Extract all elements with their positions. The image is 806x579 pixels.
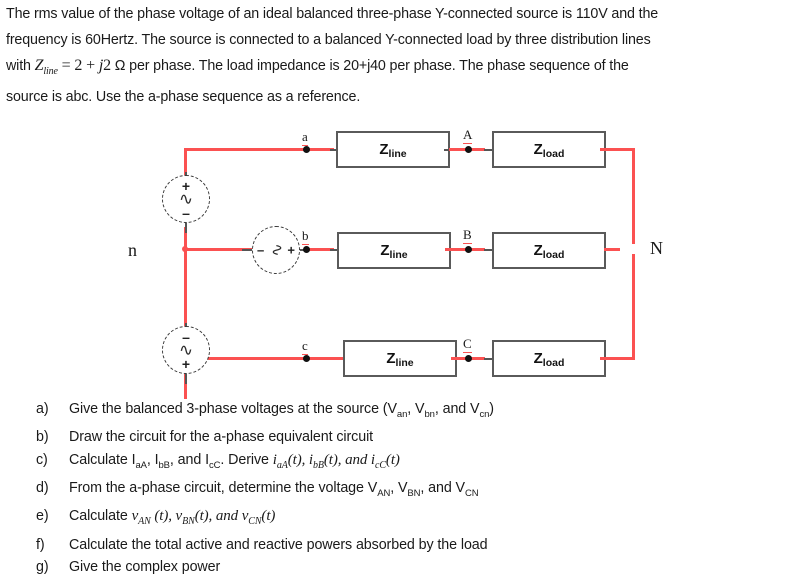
node-label-A: A xyxy=(463,127,473,144)
problem-line-3: with Zline = 2 + j2 Ω per phase. The loa… xyxy=(6,53,800,85)
source-c-sine-icon: ∿ xyxy=(178,340,194,360)
question-key: e) xyxy=(36,508,49,525)
wire-N-upper xyxy=(632,148,635,244)
zload-b-label: Zload xyxy=(533,242,565,261)
node-label-N: N xyxy=(650,238,663,258)
wire-N-lower xyxy=(632,254,635,360)
wire-source-a-to-n xyxy=(184,227,187,251)
lead-source-b-left xyxy=(242,248,254,251)
question-key: a) xyxy=(36,401,49,417)
node-dot-a xyxy=(303,146,310,153)
problem-line-1: The rms value of the phase voltage of an… xyxy=(6,6,659,22)
problem-statement: The rms value of the phase voltage of an… xyxy=(6,2,800,110)
question-item: e) Calculate vAN (t), vBN(t), and vCN(t) xyxy=(36,505,776,533)
lead-zload-a-left xyxy=(484,148,493,151)
node-dot-C xyxy=(465,355,472,362)
source-b-plus: + xyxy=(287,242,295,258)
wire-source-b-to-node-b xyxy=(306,248,334,251)
wire-source-c-bottom xyxy=(184,374,187,399)
node-dot-b xyxy=(303,246,310,253)
zload-c-label: Zload xyxy=(533,350,565,369)
problem-line-4: source is abc. Use the a-phase sequence … xyxy=(6,88,361,105)
z-line-symbol: Zline xyxy=(34,57,58,78)
z-line-equation: = 2 + xyxy=(57,57,99,74)
voltage-source-a[interactable]: + ∿ – xyxy=(162,175,210,223)
node-label-c: c xyxy=(302,338,308,355)
zline-c-label: Zline xyxy=(386,350,414,369)
question-text: Calculate the total active and reactive … xyxy=(69,536,488,553)
wire-zload-a-to-N xyxy=(600,148,635,151)
source-b-minus: – xyxy=(257,242,265,258)
question-text: Give the complex power xyxy=(69,559,221,576)
lead-source-c-lower xyxy=(184,372,187,384)
z-line-imag-value: 2 xyxy=(103,57,111,74)
node-dot-c xyxy=(303,355,310,362)
node-label-a: a xyxy=(302,129,308,146)
source-b-sine-icon: ∿ xyxy=(268,243,285,257)
voltage-source-b[interactable]: – ∿ + xyxy=(252,226,300,274)
problem-line-2: frequency is 60Hertz. The source is conn… xyxy=(6,31,651,48)
lead-zline-a-right xyxy=(444,148,452,151)
node-label-n: n xyxy=(128,240,137,260)
wire-zload-c-to-N xyxy=(600,357,635,360)
wire-phase-c-to-node-c xyxy=(184,357,320,360)
zline-box-c[interactable]: Zline xyxy=(343,340,457,377)
question-item: g) Give the complex power xyxy=(36,556,776,578)
node-label-C: C xyxy=(463,336,472,353)
zload-box-a[interactable]: Zload xyxy=(492,131,606,168)
lead-zline-a-left xyxy=(330,148,338,151)
source-c-minus: – xyxy=(182,329,190,345)
zload-box-b[interactable]: Zload xyxy=(492,232,606,269)
problem-line-3-prefix: with xyxy=(6,58,35,74)
source-a-sine-icon: ∿ xyxy=(178,189,194,209)
question-text: Draw the circuit for the a-phase equival… xyxy=(69,429,374,446)
question-item: c) Calculate IaA, IbB, and IcC. Derive ia… xyxy=(36,449,776,477)
node-label-b: b xyxy=(302,228,309,245)
question-item: b) Draw the circuit for the a-phase equiv… xyxy=(36,426,776,448)
source-a-minus: – xyxy=(182,205,190,221)
lead-zline-b-left xyxy=(330,248,340,251)
zline-a-label: Zline xyxy=(379,141,407,160)
question-list: a) Give the balanced 3-phase voltages at … xyxy=(36,398,776,579)
question-key: g) xyxy=(36,559,49,576)
question-item: f) Calculate the total active and reactiv… xyxy=(36,534,776,556)
node-dot-B xyxy=(465,246,472,253)
source-a-plus: + xyxy=(181,178,191,194)
wire-phase-b-from-n xyxy=(184,248,258,251)
zload-box-c[interactable]: Zload xyxy=(492,340,606,377)
node-dot-n xyxy=(182,246,188,252)
zload-a-label: Zload xyxy=(533,141,565,160)
question-item: a) Give the balanced 3-phase voltages at … xyxy=(36,398,776,426)
question-text: From the a-phase circuit, determine the … xyxy=(69,480,479,499)
voltage-source-c[interactable]: – ∿ + xyxy=(162,326,210,374)
source-c-plus: + xyxy=(181,356,191,372)
wire-node-c-to-zline xyxy=(300,357,344,360)
question-key: c) xyxy=(36,451,48,468)
wire-node-a-to-zline xyxy=(306,148,334,151)
question-key: d) xyxy=(36,480,49,497)
zline-box-a[interactable]: Zline xyxy=(336,131,450,168)
problem-line-3-suffix: Ω per phase. The load impedance is 20+j4… xyxy=(110,58,629,74)
question-key: f) xyxy=(36,536,45,553)
wire-n-to-source-c xyxy=(184,249,187,329)
node-label-B: B xyxy=(463,227,472,244)
question-text: Give the balanced 3-phase voltages at th… xyxy=(69,401,494,420)
imaginary-unit: j xyxy=(98,57,104,74)
wire-phase-a-to-node-a xyxy=(184,148,329,151)
lead-source-a-lower xyxy=(184,221,187,233)
zline-box-b[interactable]: Zline xyxy=(337,232,451,269)
question-text: Calculate vAN (t), vBN(t), and vCN(t) xyxy=(69,508,276,528)
lead-zload-b-left xyxy=(484,248,493,251)
circuit-diagram: Zline Zload a A Zline Zload b B Zline Zl… xyxy=(0,108,806,399)
lead-zload-c-left xyxy=(484,357,493,360)
zline-b-label: Zline xyxy=(380,242,408,261)
wire-zload-b-to-N xyxy=(604,248,620,251)
question-item: d) From the a-phase circuit, determine th… xyxy=(36,477,776,505)
wire-source-a-top xyxy=(184,149,187,181)
question-text: Calculate IaA, IbB, and IcC. Derive iaA(… xyxy=(69,451,400,471)
question-key: b) xyxy=(36,429,49,446)
node-dot-A xyxy=(465,146,472,153)
